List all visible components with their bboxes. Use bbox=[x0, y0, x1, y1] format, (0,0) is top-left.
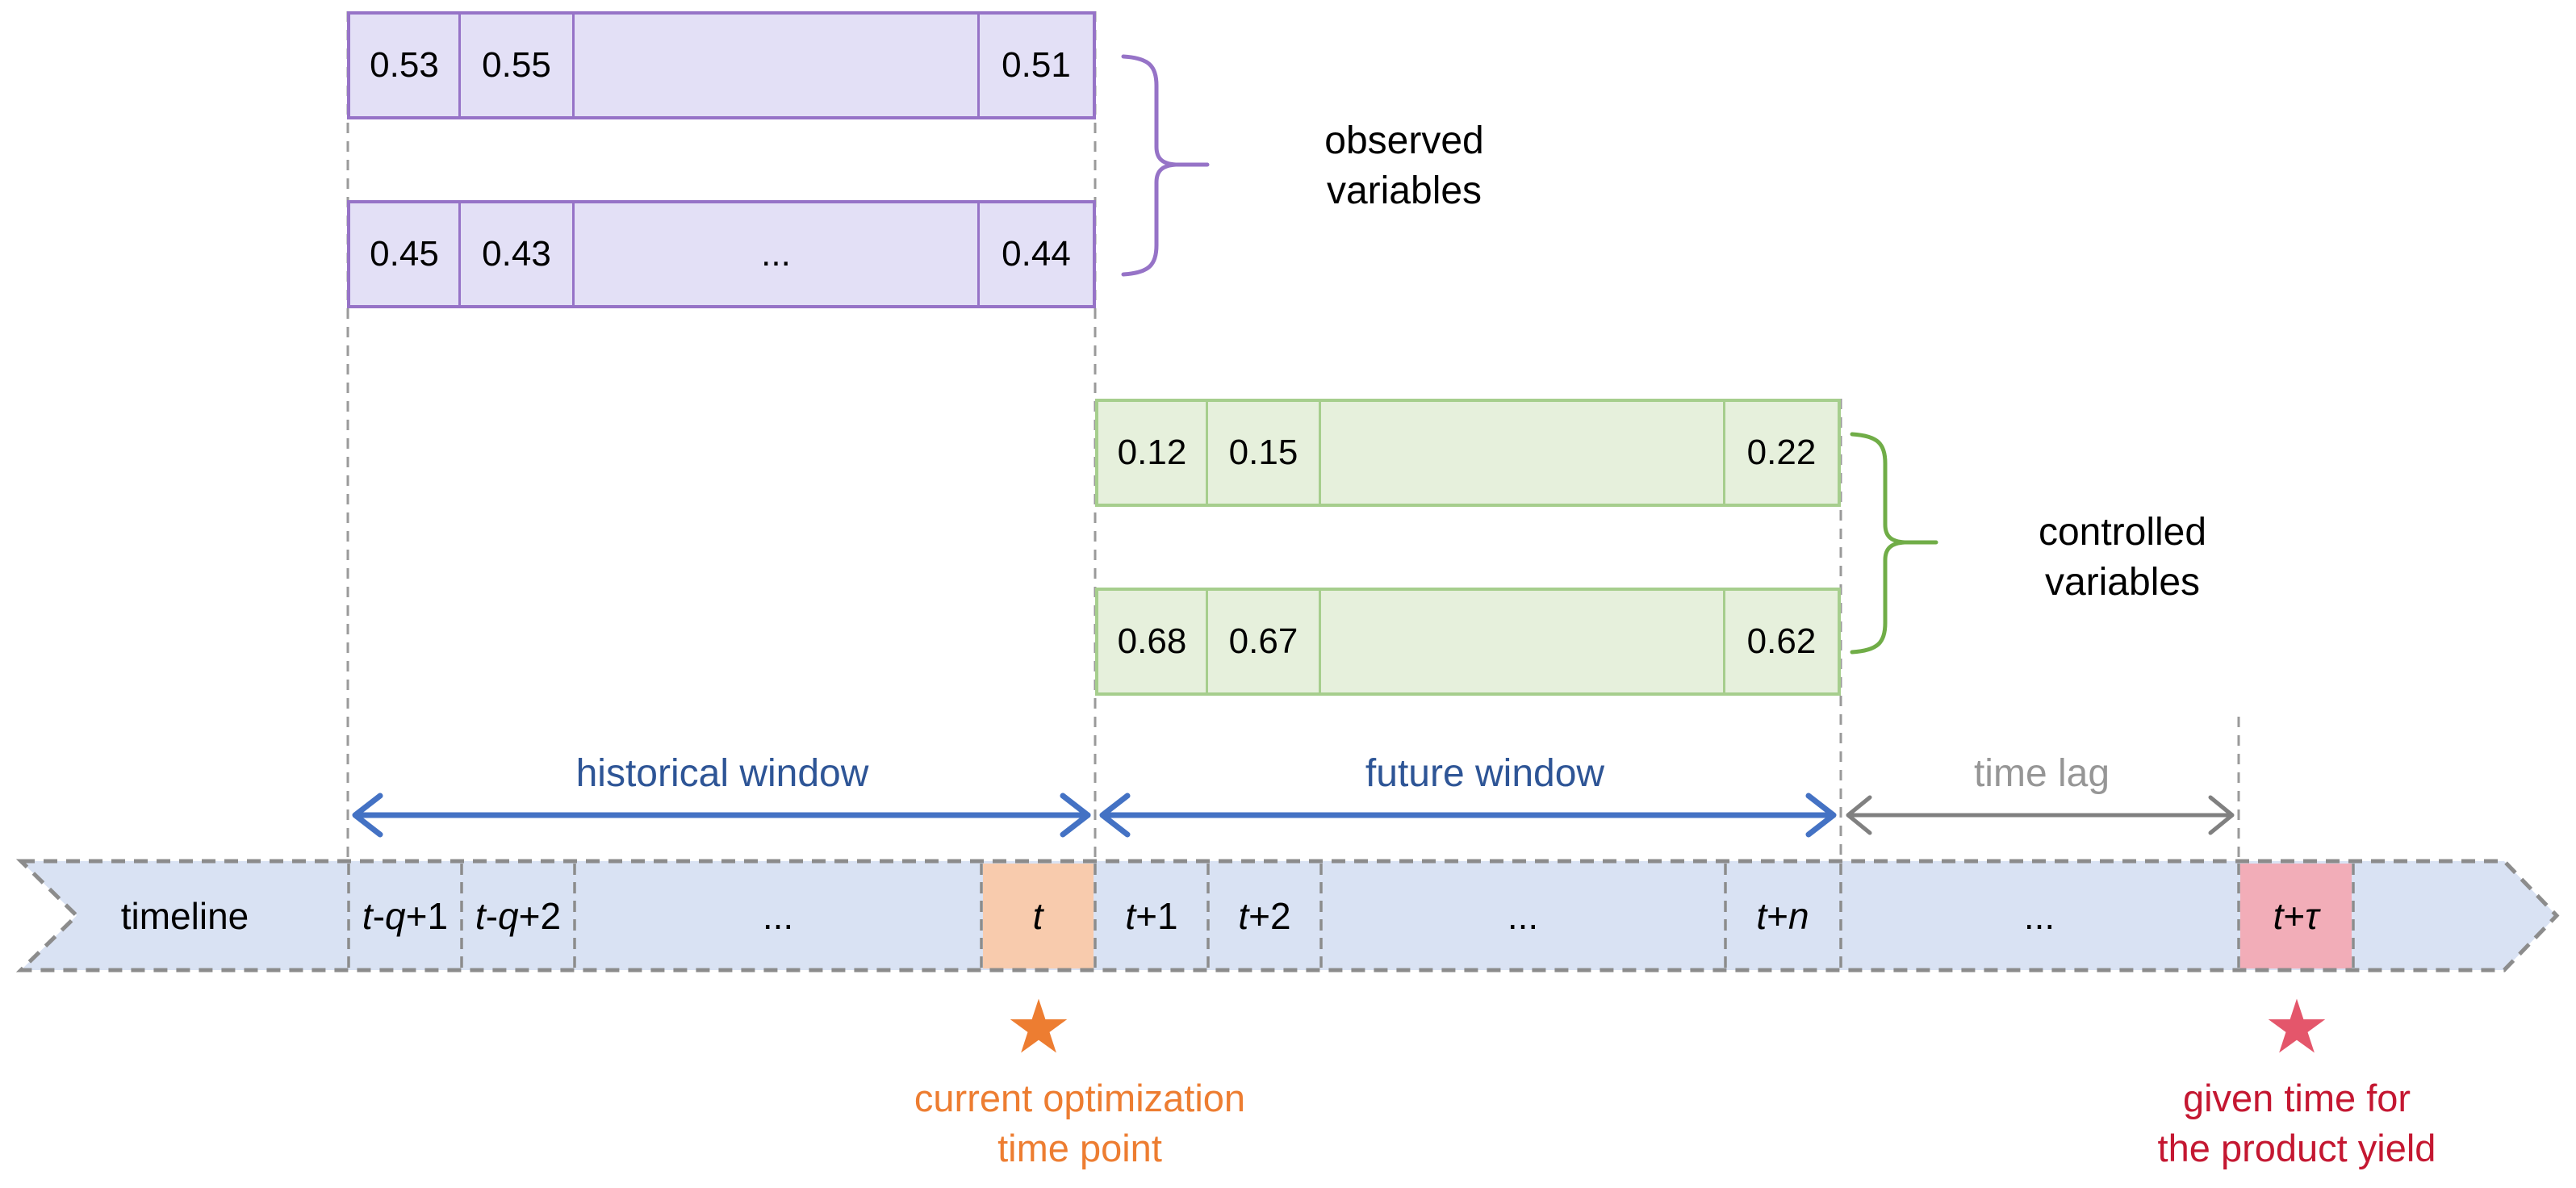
observed-row-1: 0.53 0.55 0.51 bbox=[347, 11, 1096, 119]
timeline-cell-t-q+1: t-q+1 bbox=[362, 895, 449, 937]
current-time-cell-highlight bbox=[983, 864, 1094, 968]
yield-time-star-icon: ★ bbox=[2263, 986, 2331, 1069]
current-time-caption: current optimization time point bbox=[914, 1077, 1246, 1169]
observed-r0-c3: 0.51 bbox=[1002, 45, 1071, 85]
observed-r1-c0: 0.45 bbox=[350, 203, 461, 305]
observed-r0-c2 bbox=[575, 15, 980, 116]
timeline-cell-ellipsis-3: ... bbox=[2023, 895, 2055, 937]
timeline-cell-t+tau: t+τ bbox=[2273, 895, 2319, 937]
timeline-cell-t+n: t+n bbox=[1756, 895, 1809, 937]
current-time-star-icon: ★ bbox=[1005, 986, 1073, 1069]
controlled-variables-brace bbox=[1850, 432, 1938, 655]
future-window-arrow bbox=[1099, 793, 1837, 838]
time-lag-arrow bbox=[1846, 795, 2235, 835]
controlled-r0-c1: 0.15 bbox=[1208, 402, 1321, 504]
time-lag-label: time lag bbox=[1973, 752, 2110, 795]
timeline-cell-t-q+2: t-q+2 bbox=[475, 895, 562, 937]
observed-r0-c1: 0.55 bbox=[461, 15, 575, 116]
observed-variables-label: observed variables bbox=[1324, 119, 1484, 212]
controlled-r1-c2 bbox=[1321, 591, 1725, 692]
observed-variables-brace bbox=[1121, 54, 1210, 277]
timeline-cell-t: t bbox=[1032, 895, 1043, 937]
timeline-cell-t+1: t+1 bbox=[1125, 895, 1178, 937]
timeline-cell-ellipsis-1: ... bbox=[762, 895, 794, 937]
controlled-row-2: 0.68 0.67 0.62 bbox=[1095, 588, 1841, 696]
observed-row-2: 0.45 0.43 ... 0.44 bbox=[347, 200, 1096, 308]
timeline-banner-border bbox=[15, 859, 2560, 973]
timeline-cell-t+2: t+2 bbox=[1238, 895, 1291, 937]
controlled-r0-c3: 0.22 bbox=[1746, 433, 1817, 472]
controlled-r1-c3: 0.62 bbox=[1746, 621, 1817, 661]
controlled-r0-c2 bbox=[1321, 402, 1725, 504]
observed-r1-c2: ... bbox=[575, 203, 980, 305]
controlled-r0-c0: 0.12 bbox=[1098, 402, 1208, 504]
controlled-r1-c1: 0.67 bbox=[1208, 591, 1321, 692]
yield-time-cell-highlight bbox=[2240, 864, 2352, 968]
future-window-label: future window bbox=[1365, 752, 1605, 795]
yield-time-caption: given time for the product yield bbox=[2157, 1077, 2436, 1169]
historical-window-label: historical window bbox=[575, 752, 869, 795]
historical-window-arrow bbox=[352, 793, 1091, 838]
timeline-cell-timeline: timeline bbox=[120, 895, 249, 937]
controlled-variables-label: controlled variables bbox=[2038, 511, 2207, 604]
observed-r1-c1: 0.43 bbox=[461, 203, 575, 305]
controlled-row-1: 0.12 0.15 0.22 bbox=[1095, 399, 1841, 507]
timeline-banner bbox=[21, 861, 2557, 970]
timeline-cell-ellipsis-2: ... bbox=[1507, 895, 1539, 937]
observed-r1-c3: 0.44 bbox=[1002, 234, 1071, 274]
observed-r0-c0: 0.53 bbox=[350, 15, 461, 116]
controlled-r1-c0: 0.68 bbox=[1098, 591, 1208, 692]
